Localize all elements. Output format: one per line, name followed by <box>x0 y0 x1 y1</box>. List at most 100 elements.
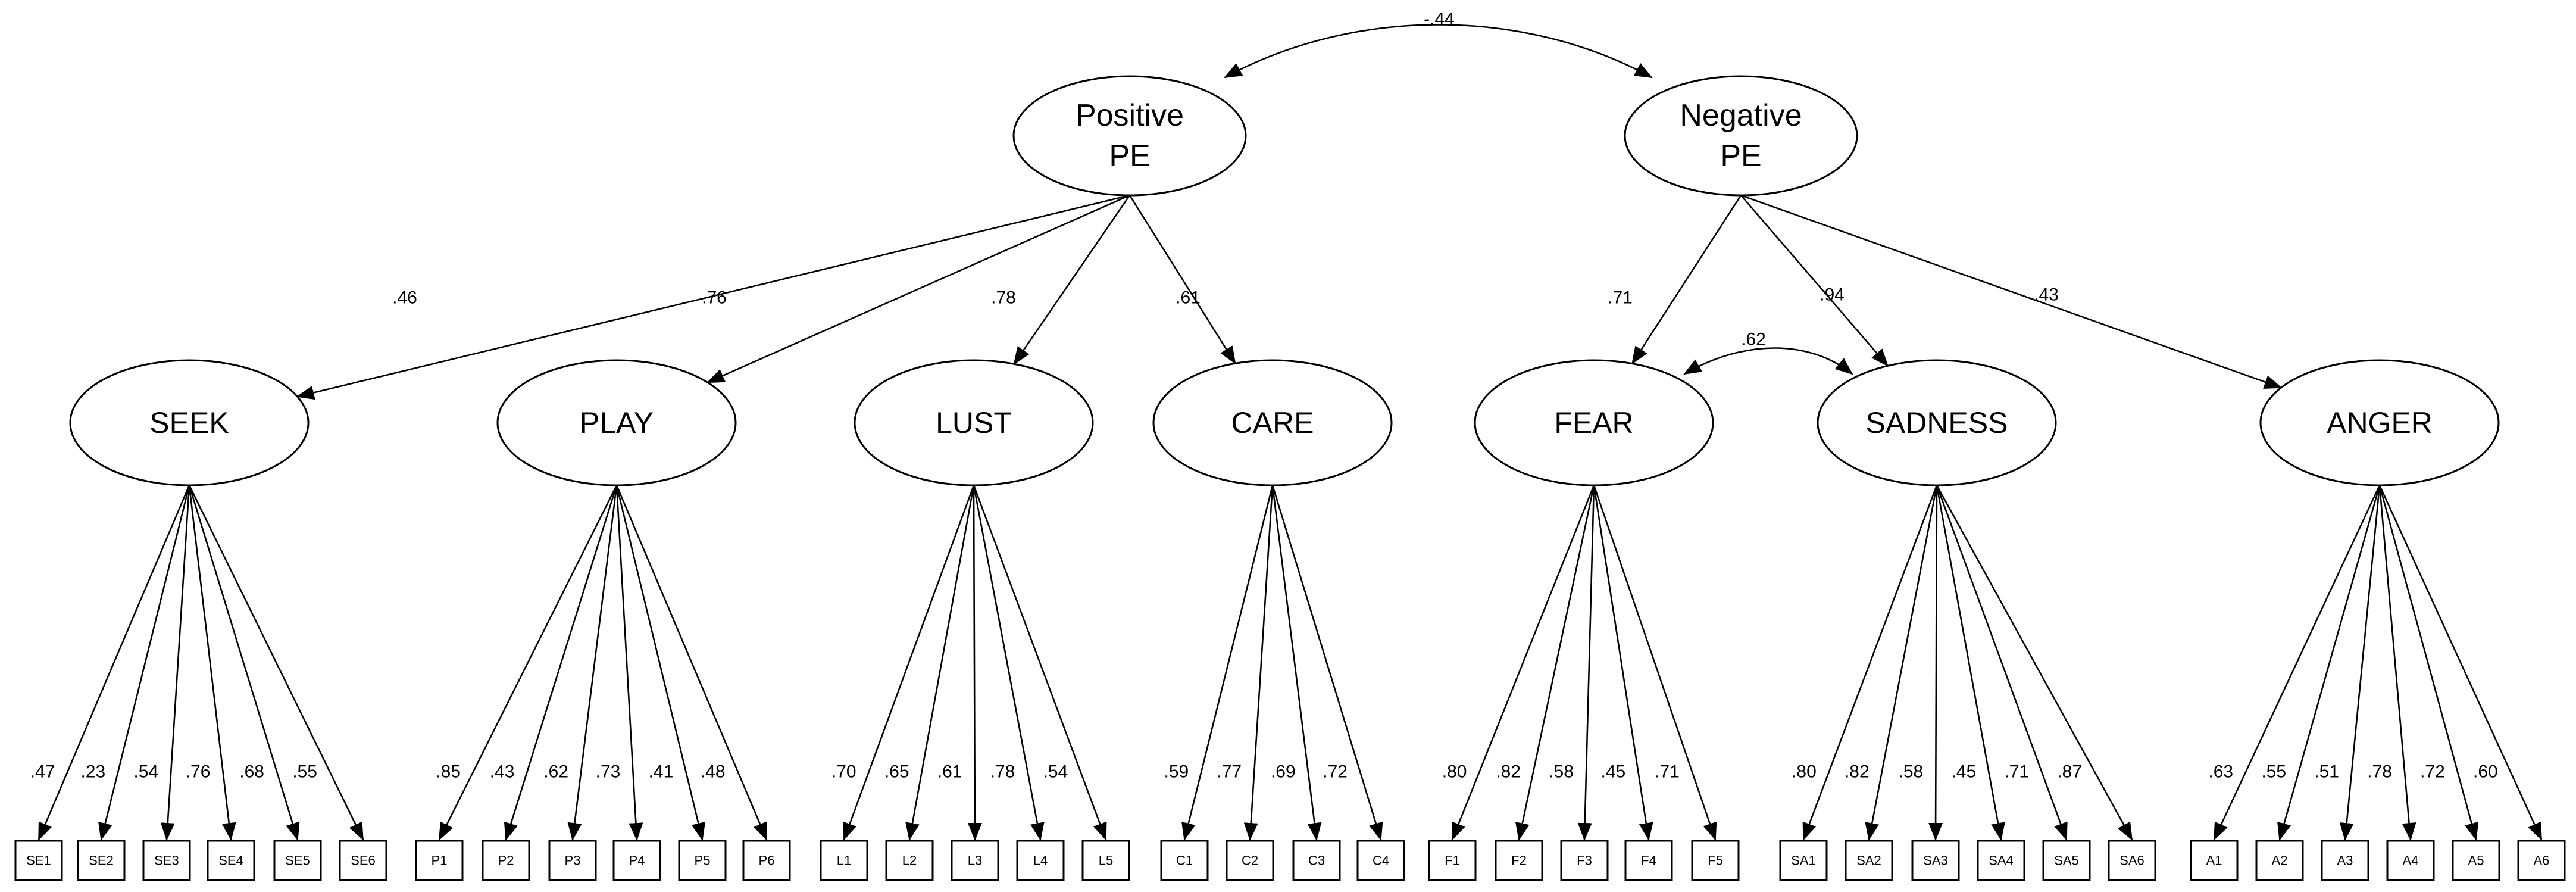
sa4-label: SA4 <box>1989 853 2014 868</box>
sa6-label: SA6 <box>2119 853 2144 868</box>
neg-label-line2: PE <box>1720 139 1761 173</box>
play-ellipse <box>496 359 737 486</box>
lust-second-order-loading: .78 <box>991 288 1016 308</box>
neg-to-fear-path <box>1631 195 1742 365</box>
sa3-label: SA3 <box>1923 853 1948 868</box>
play-to-p1-path <box>438 485 618 841</box>
anger-to-a2-path <box>2277 485 2381 841</box>
care-to-c3-path <box>1271 485 1322 841</box>
f5-loading-label: .71 <box>1655 762 1680 782</box>
se2-label: SE2 <box>89 853 114 868</box>
l1-loading-label: .70 <box>831 762 856 782</box>
care-label: CARE <box>1231 406 1314 439</box>
a5-loading-label: .72 <box>2420 762 2445 782</box>
p3-loading-label: .62 <box>543 762 568 782</box>
a1-box <box>2190 840 2239 881</box>
p4-label: P4 <box>629 853 645 868</box>
c3-loading-label: .69 <box>1271 762 1296 782</box>
second-order-correlation-label: -.44 <box>1424 10 1455 29</box>
a1-label: A1 <box>2206 853 2222 868</box>
a4-box <box>2386 840 2435 881</box>
p3-label: P3 <box>565 853 581 868</box>
anger-to-a6-path <box>2378 485 2543 841</box>
pos-label-line1: Positive <box>1076 98 1184 133</box>
p5-loading-label: .41 <box>649 762 674 782</box>
sad-to-sa3-path <box>1928 485 1943 841</box>
f2-loading-label: .82 <box>1496 762 1521 782</box>
anger-to-a4-path <box>2378 485 2416 841</box>
care-to-c2-path <box>1243 485 1274 841</box>
anger-to-a3-path <box>2339 485 2381 841</box>
lust-label: LUST <box>936 406 1012 439</box>
p2-label: P2 <box>498 853 514 868</box>
sa2-box <box>1845 840 1893 881</box>
play-to-p2-path <box>504 485 618 841</box>
l1-box <box>820 840 868 881</box>
l3-label: L3 <box>968 853 982 868</box>
c1-box <box>1160 840 1209 881</box>
a4-loading-label: .78 <box>2367 762 2392 782</box>
sa4-loading-label: .45 <box>1951 762 1976 782</box>
f3-loading-label: .58 <box>1549 762 1574 782</box>
l1-label: L1 <box>837 853 851 868</box>
sa6-loading-label: .87 <box>2057 762 2082 782</box>
sa5-box <box>2042 840 2091 881</box>
seek-ellipse <box>69 359 310 486</box>
a3-box <box>2321 840 2369 881</box>
f1-loading-label: .80 <box>1442 762 1467 782</box>
c2-box <box>1226 840 1274 881</box>
p4-loading-label: .73 <box>596 762 621 782</box>
se5-box <box>273 840 322 881</box>
neg-label-line1: Negative <box>1680 98 1802 133</box>
f4-box <box>1624 840 1673 881</box>
pos-ellipse <box>1012 75 1247 197</box>
a4-label: A4 <box>2403 853 2419 868</box>
care-second-order-loading: .61 <box>1176 288 1201 308</box>
play-to-p4-path <box>615 485 643 841</box>
c3-box <box>1292 840 1341 881</box>
p2-box <box>482 840 530 881</box>
sad-to-sa4-path <box>1936 485 2005 841</box>
seek-to-se4-path <box>188 485 236 841</box>
se6-label: SE6 <box>351 853 376 868</box>
sa1-loading-label: .80 <box>1792 762 1817 782</box>
lust-ellipse <box>854 359 1094 486</box>
f5-box <box>1691 840 1740 881</box>
f3-box <box>1560 840 1609 881</box>
care-to-c4-path <box>1271 485 1383 841</box>
fear-to-f5-path <box>1593 485 1717 841</box>
l4-loading-label: .78 <box>990 762 1015 782</box>
a2-loading-label: .55 <box>2261 762 2286 782</box>
se1-box <box>14 840 63 881</box>
se5-loading-label: .68 <box>239 762 264 782</box>
a2-label: A2 <box>2272 853 2288 868</box>
care-ellipse <box>1152 359 1393 486</box>
f4-label: F4 <box>1641 853 1656 868</box>
sa5-loading-label: .71 <box>2004 762 2029 782</box>
sad-to-sa6-path <box>1936 485 2133 841</box>
edges-layer <box>37 24 2543 841</box>
anger-to-a5-path <box>2378 485 2479 841</box>
f2-label: F2 <box>1511 853 1527 868</box>
p6-label: P6 <box>759 853 775 868</box>
se4-box <box>207 840 255 881</box>
p2-loading-label: .43 <box>490 762 515 782</box>
c4-label: C4 <box>1373 853 1389 868</box>
lust-to-l3-path <box>967 485 982 841</box>
sa3-loading-label: .58 <box>1899 762 1924 782</box>
c4-box <box>1356 840 1405 881</box>
seek-to-se3-path <box>160 485 190 841</box>
l3-loading-label: .61 <box>937 762 962 782</box>
a5-label: A5 <box>2468 853 2484 868</box>
sa1-box <box>1779 840 1828 881</box>
fear-to-f3-path <box>1577 485 1595 841</box>
seek-to-se1-path <box>37 485 190 841</box>
p4-box <box>612 840 661 881</box>
play-second-order-loading: .76 <box>702 288 727 308</box>
a3-label: A3 <box>2337 853 2353 868</box>
f1-label: F1 <box>1445 853 1460 868</box>
play-to-p5-path <box>615 485 706 841</box>
l5-loading-label: .54 <box>1043 762 1068 782</box>
p5-label: P5 <box>695 853 711 868</box>
